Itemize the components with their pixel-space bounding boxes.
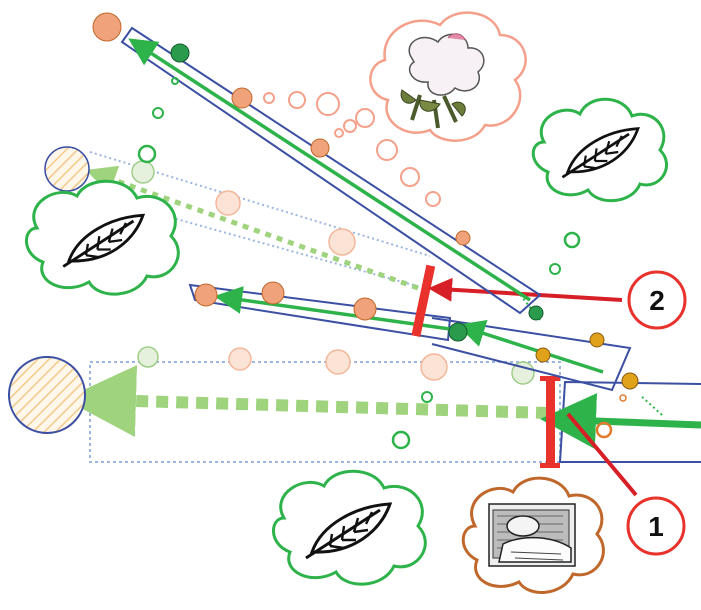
- thought-dot: [263, 92, 275, 104]
- thought-dot: [400, 167, 420, 187]
- mid-branch-outline: [431, 317, 632, 392]
- bud-flower: [231, 87, 253, 109]
- dormant-terminal-bud: [44, 146, 90, 192]
- bud-leaf: [170, 43, 190, 63]
- lower-growth-arrow: [214, 286, 451, 331]
- thought-dot: [288, 91, 306, 109]
- dotted-growth: [639, 394, 663, 416]
- leaf-thought-cloud-bottom: [272, 469, 427, 586]
- flower-icon: [400, 33, 485, 129]
- leaf-thought-cloud-top-right: [531, 97, 668, 203]
- faded-bud: [137, 346, 159, 368]
- mid-growth-arrow: [456, 319, 604, 374]
- main-growth-arrow: [540, 393, 701, 450]
- faded-bud: [228, 347, 252, 371]
- thought-dot: [425, 191, 441, 207]
- bud-leaf: [528, 305, 544, 321]
- flower-thought-cloud: [369, 11, 527, 142]
- cut-pointer-1: [566, 412, 638, 497]
- leaf-bud-ring: [171, 77, 179, 85]
- leaf-bud-ring: [563, 231, 581, 249]
- bud-flower: [310, 138, 330, 158]
- marker-2: 2: [627, 270, 687, 330]
- leaf-bud-ring: [137, 144, 157, 164]
- upper-branch-outline: [120, 26, 542, 315]
- upper-growth-arrow: [128, 38, 531, 302]
- faded-bud: [325, 349, 351, 375]
- leaf-bud-ring: [391, 430, 411, 450]
- faded-bud: [511, 361, 535, 385]
- faded-bud: [420, 353, 448, 381]
- leaf-bud-ring: [549, 263, 561, 275]
- thought-dot: [355, 108, 375, 128]
- cut-mark-1-cap: [540, 376, 560, 381]
- marker-1: 1: [626, 496, 686, 556]
- bud-leaf: [448, 322, 468, 342]
- sleeping-person-icon: [488, 503, 576, 567]
- cut-mark-1-cap: [540, 463, 560, 468]
- thought-dot: [343, 119, 357, 133]
- dormant-branch-outline: [89, 361, 561, 463]
- dormant-upper-arrow: [85, 165, 419, 291]
- bud-wood: [589, 332, 605, 348]
- small-bud-ring: [595, 421, 613, 439]
- leaf-bud-ring: [421, 391, 433, 403]
- bud-flower: [353, 297, 377, 321]
- marker-2-label: 2: [649, 285, 665, 316]
- thought-dot: [316, 92, 340, 116]
- bud-wood: [621, 372, 639, 390]
- terminal-bud-flower: [92, 12, 122, 42]
- thought-dot: [334, 128, 344, 138]
- leaf-thought-cloud-left: [25, 179, 180, 296]
- bud-flower: [261, 281, 285, 305]
- bud-wood: [535, 347, 551, 363]
- leaf-bud-ring: [152, 107, 164, 119]
- faded-bud: [215, 190, 241, 216]
- faded-bud: [328, 228, 356, 256]
- thought-dot: [376, 139, 398, 161]
- dormant-terminal-bud: [8, 356, 86, 434]
- small-bud-ring: [619, 394, 627, 402]
- cut-mark-1: [546, 376, 555, 468]
- dormant-growth-arrow: [64, 365, 549, 438]
- bud-flower: [455, 230, 471, 246]
- cut-pointer-2: [428, 277, 623, 302]
- wood-thought-cloud: [461, 476, 605, 594]
- faded-bud: [131, 160, 155, 184]
- marker-1-label: 1: [648, 511, 664, 542]
- bud-flower: [194, 283, 218, 307]
